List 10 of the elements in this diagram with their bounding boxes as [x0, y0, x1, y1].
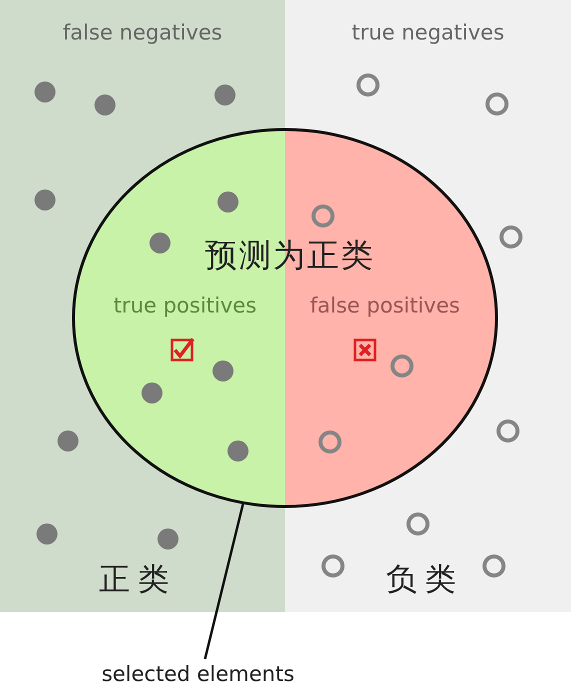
caption-label: selected elements	[80, 660, 316, 688]
class-label: 负类	[386, 564, 464, 596]
panel-heading: true negatives	[352, 22, 504, 44]
region-title: 预测为正类	[205, 239, 375, 271]
region-label: false positives	[310, 296, 460, 316]
region-label: true positives	[113, 296, 257, 316]
class-label: 正类	[99, 564, 177, 596]
selection-ellipse	[72, 128, 498, 508]
leader-line	[204, 504, 244, 660]
panel-heading: false negatives	[62, 22, 222, 44]
